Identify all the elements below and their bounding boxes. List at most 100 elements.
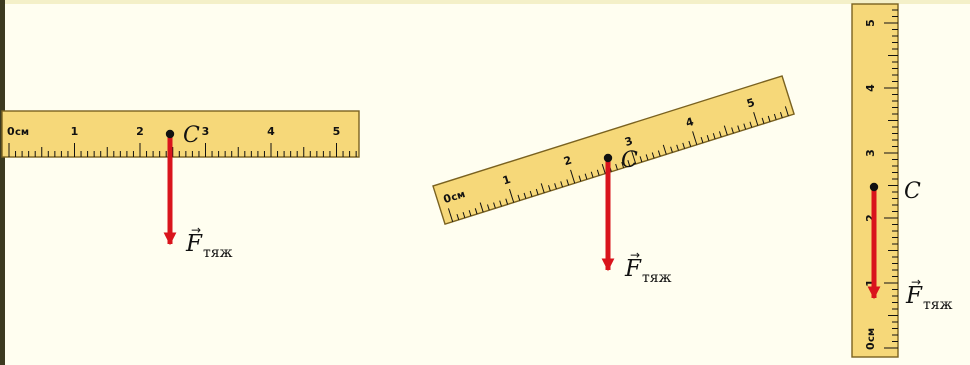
ruler-tick — [639, 156, 643, 163]
ruler-tick — [566, 179, 570, 186]
ruler-tick — [596, 169, 600, 176]
center-of-mass-point — [603, 153, 613, 163]
ruler-tick — [479, 202, 484, 213]
ruler-zero-label: 0 — [864, 342, 877, 350]
force-subscript: тяж — [203, 245, 233, 261]
force-letter: F — [185, 231, 203, 257]
ruler-tick — [578, 175, 582, 182]
ruler-tick — [493, 202, 496, 209]
ruler-tick — [773, 113, 777, 120]
ruler-tick — [723, 125, 728, 136]
force-subscript: тяж — [642, 270, 672, 286]
vector-arrow-mark: → — [191, 223, 201, 237]
point-c-label: C — [621, 148, 638, 173]
ruler-number: 3 — [202, 125, 210, 138]
ruler-tick — [456, 213, 460, 220]
ruler-tilted: 0см 1 2 3 4 5 — [432, 75, 795, 226]
ruler-tick — [712, 133, 716, 140]
ruler-tick — [761, 117, 765, 124]
ruler-tick — [560, 181, 564, 188]
ruler-tick — [505, 198, 509, 205]
ruler-number: 1 — [501, 173, 512, 188]
ruler-tick — [601, 163, 606, 174]
ruler-zero-label: 0 — [7, 125, 15, 138]
ruler-tick — [662, 144, 667, 155]
ruler-tick — [570, 169, 576, 184]
ruler-tick — [670, 146, 673, 153]
ruler-tick — [688, 140, 692, 147]
ruler-number: 4 — [684, 115, 696, 130]
ruler-tick — [743, 123, 747, 130]
ruler-tick — [529, 190, 533, 197]
ruler-tick — [749, 121, 753, 128]
ruler-tick — [548, 185, 551, 192]
ruler-number: 4 — [267, 125, 275, 138]
ruler-tick — [767, 115, 771, 122]
ruler-tick — [509, 188, 515, 203]
ruler-zero-label: 0 — [442, 191, 454, 206]
ruler-tick — [462, 212, 466, 219]
center-of-mass-point — [165, 129, 175, 139]
ruler-number: 2 — [864, 214, 877, 222]
ruler-tick — [731, 127, 734, 134]
ruler-vertical: 0см 1 2 3 4 5 — [851, 3, 899, 358]
ruler-tick — [499, 200, 502, 207]
ruler-tick — [590, 171, 594, 178]
ruler-number: 2 — [136, 125, 144, 138]
ruler-tick — [517, 194, 521, 201]
ruler-body — [1, 110, 360, 158]
vector-arrow-mark: → — [630, 248, 640, 262]
ruler-tick — [540, 183, 545, 194]
ruler-tick — [523, 192, 527, 199]
ruler-number: 3 — [864, 149, 877, 157]
ruler-unit-label: см — [450, 189, 467, 204]
ruler-tick — [447, 208, 454, 222]
ruler-tick — [486, 204, 490, 211]
ruler-number: 2 — [562, 153, 573, 168]
center-of-mass-point — [869, 182, 879, 192]
top-band — [5, 0, 970, 4]
ruler-number: 3 — [623, 134, 634, 149]
ruler-tick — [584, 173, 588, 180]
ruler-unit-label: см — [866, 328, 877, 342]
ruler-tick — [615, 163, 618, 170]
ruler-tick — [706, 135, 710, 142]
point-c-label: C — [183, 123, 200, 148]
ruler-number: 4 — [864, 84, 877, 92]
ruler-tick — [645, 154, 649, 161]
ruler-number: 5 — [864, 19, 877, 27]
ruler-tick — [631, 150, 637, 165]
ruler-tick — [692, 131, 698, 145]
force-letter: F — [624, 256, 642, 282]
ruler-number: 1 — [864, 279, 877, 287]
ruler-tick — [627, 160, 631, 167]
point-c-label: C — [904, 179, 921, 204]
ruler-number: 5 — [745, 96, 756, 111]
ruler-tick — [535, 188, 539, 195]
ruler-tick — [784, 106, 789, 117]
ruler-tick — [737, 125, 741, 132]
ruler-unit-label: см — [15, 127, 29, 138]
ruler-tick — [468, 210, 472, 217]
ruler-tick — [753, 112, 759, 126]
ruler-tick — [474, 208, 478, 215]
ruler-tick — [676, 144, 679, 151]
ruler-tick — [657, 150, 661, 157]
vector-arrow-mark: → — [911, 275, 921, 289]
force-letter: F — [905, 283, 923, 309]
ruler-tick — [700, 136, 704, 143]
ruler-tick — [718, 131, 722, 138]
ruler-tick — [621, 161, 625, 169]
ruler-tick — [682, 142, 686, 149]
left-border-strip — [0, 0, 5, 365]
force-subscript: тяж — [923, 297, 953, 313]
ruler-tick — [779, 111, 783, 118]
ruler-number: 1 — [71, 125, 79, 138]
ruler-tick — [651, 152, 655, 159]
